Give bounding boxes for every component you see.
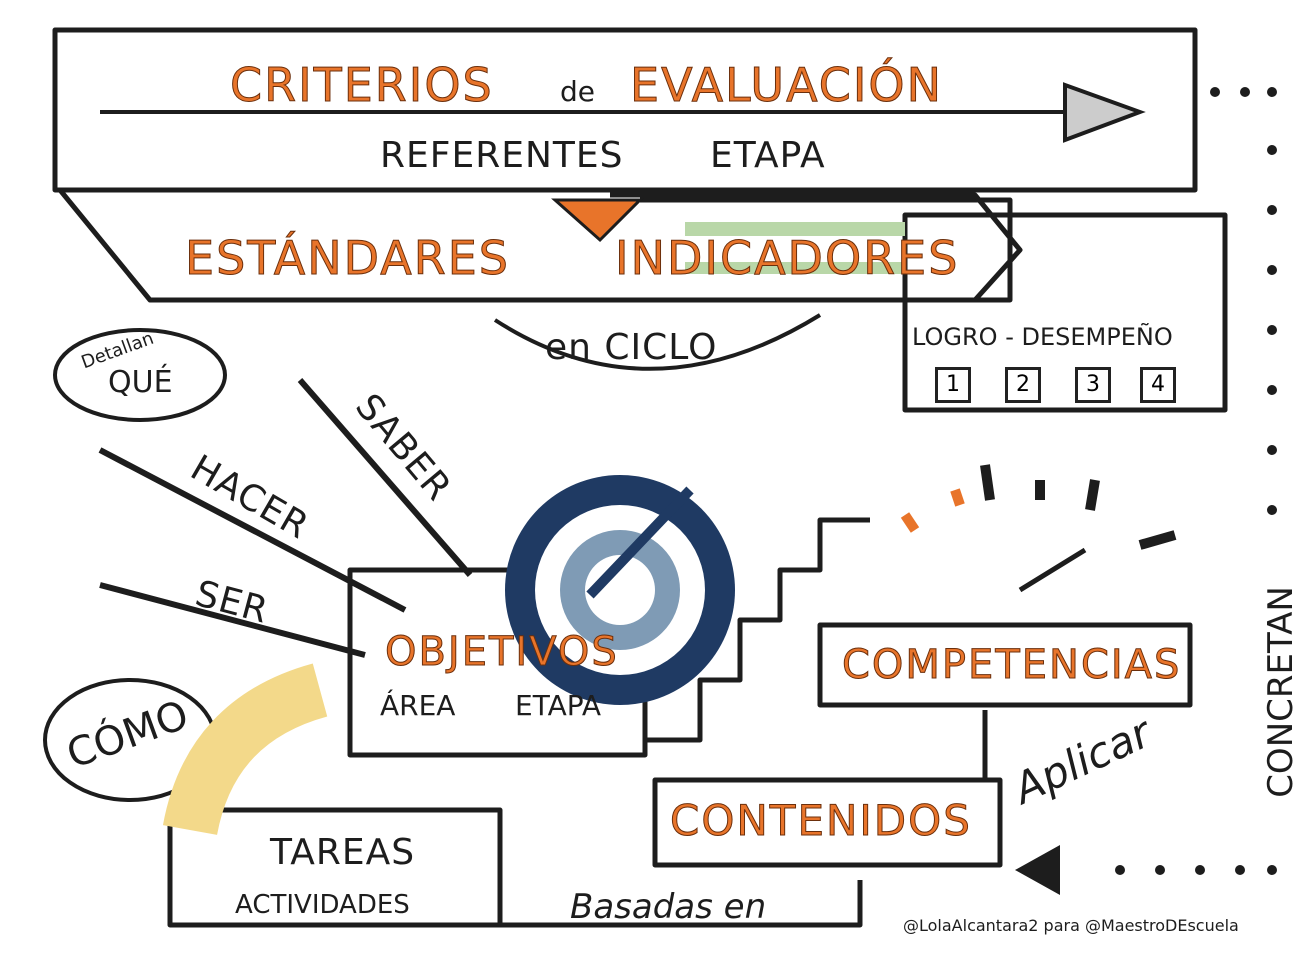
area-label: ÁREA: [380, 689, 456, 722]
down-arrow: [551, 198, 644, 243]
logro-box: [902, 212, 1228, 413]
que-bubble: [53, 328, 227, 422]
logro-label: LOGRO - DESEMPEÑO: [912, 323, 1173, 351]
ciclo-arrow: [493, 313, 822, 371]
estandares-banner: [58, 188, 1013, 303]
contenidos-label: CONTENIDOS: [670, 796, 972, 845]
level-2: 2: [1005, 367, 1041, 403]
level-4: 4: [1140, 367, 1176, 403]
competencias-label: COMPETENCIAS: [841, 642, 1182, 688]
etapa-objetivos-label: ETAPA: [515, 689, 602, 722]
etapa-top-label: ETAPA: [710, 135, 826, 176]
gauge-icon: [900, 464, 1177, 593]
actividades-label: ACTIVIDADES: [235, 890, 410, 920]
arrow-shafts: [98, 378, 473, 658]
tareas-label: TAREAS: [270, 832, 416, 873]
dotted-border: [1015, 87, 1277, 895]
basadas-label: Basadas en: [570, 887, 767, 927]
criterios-de: de: [560, 75, 595, 108]
concretan-label: CONCRETAN: [1260, 586, 1300, 798]
criterios-banner: [52, 27, 1198, 193]
indicadores-highlight: [685, 222, 905, 236]
stairs: [645, 517, 870, 743]
target-icon: [505, 475, 735, 705]
referentes-label: REFERENTES: [380, 135, 624, 176]
evaluacion-title: EVALUACIÓN: [629, 58, 944, 112]
level-3: 3: [1075, 367, 1111, 403]
indicadores-label: INDICADORES: [614, 231, 960, 285]
que-label: QUÉ: [108, 365, 173, 400]
en-ciclo-label: en CICLO: [545, 327, 718, 368]
level-1: 1: [935, 367, 971, 403]
contenidos-box: [652, 777, 1003, 868]
estandares-label: ESTÁNDARES: [185, 231, 510, 285]
credit-text: @LolaAlcantara2 para @MaestroDEscuela: [903, 916, 1239, 935]
criterios-title: CRITERIOS: [230, 58, 494, 112]
objetivos-label: OBJETIVOS: [385, 629, 619, 675]
main-arrow-head: [1063, 82, 1146, 143]
basadas-line: [500, 880, 863, 928]
competencias-box: [817, 622, 1193, 708]
indicadores-box: [610, 192, 1023, 303]
pencil-icon: [162, 663, 328, 836]
